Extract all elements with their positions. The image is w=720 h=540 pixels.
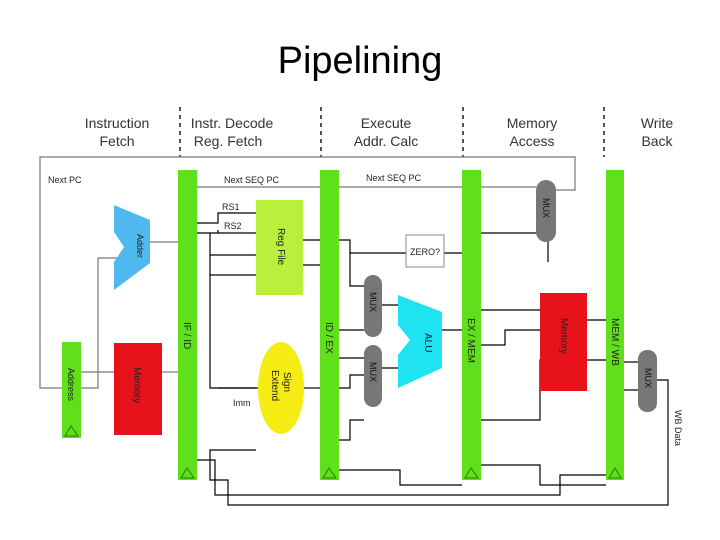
alu-input-mux-bottom — [364, 345, 382, 407]
alu-label: ALU — [422, 333, 433, 352]
mux-label-ex-top: MUX — [368, 292, 378, 312]
stage-id-line1: Instr. Decode — [191, 115, 274, 131]
stage-wb-line2: Back — [641, 133, 673, 149]
zero-test-unit — [405, 234, 445, 268]
clock-triangle-icon — [322, 467, 337, 479]
writeback-mux — [638, 350, 657, 412]
next-pc-label: Next PC — [48, 175, 82, 185]
sign-extend-label-1: Sign — [281, 372, 292, 392]
if-id-label: IF / ID — [181, 322, 192, 349]
alu-input-mux-top — [364, 275, 382, 337]
data-memory — [540, 293, 587, 391]
address-label: Address — [66, 368, 76, 402]
instruction-memory-label: Memory — [131, 367, 142, 403]
writeback-stage-units: MUX WB Data — [638, 350, 683, 446]
pc-adder — [114, 205, 150, 290]
stage-dividers — [179, 107, 605, 157]
register-file — [256, 200, 303, 295]
mux-label-wb: MUX — [643, 368, 653, 388]
alu — [398, 295, 442, 388]
pipeline-registers: IF / ID ID / EX EX / MEM MEM / WB — [178, 170, 624, 480]
ex-mem-register — [462, 170, 481, 480]
rs1-label: RS1 — [222, 202, 240, 212]
adder-label: Adder — [135, 234, 145, 258]
sign-extend-label-2: Extend — [269, 370, 280, 401]
data-memory-label: Memory — [558, 318, 569, 354]
memory-stage-units: MUX Memory — [536, 180, 587, 391]
pc-select-mux — [536, 180, 556, 242]
stage-ex-line2: Addr. Calc — [354, 133, 419, 149]
wb-data-label: WB Data — [673, 410, 683, 446]
stage-if-line2: Fetch — [99, 133, 134, 149]
fetch-stage-units: Address Memory Adder — [62, 205, 162, 438]
rs2-label: RS2 — [224, 221, 242, 231]
stage-headers: Instruction Fetch Instr. Decode Reg. Fet… — [85, 115, 674, 149]
id-ex-register — [320, 170, 339, 480]
stage-if-line1: Instruction — [85, 115, 150, 131]
slide-title: Pipelining — [277, 40, 443, 82]
imm-label: Imm — [233, 398, 251, 408]
mux-label-mem: MUX — [541, 198, 551, 218]
sign-extend-unit — [258, 342, 304, 434]
if-id-register — [178, 170, 197, 480]
clock-triangle-icon — [180, 467, 195, 479]
id-ex-label: ID / EX — [323, 322, 334, 354]
instruction-memory — [114, 343, 162, 435]
pc-address-register — [62, 342, 81, 438]
next-seq-pc-label-1: Next SEQ PC — [224, 175, 280, 185]
mem-wb-label: MEM / WB — [609, 318, 620, 366]
mux-label-ex-bottom: MUX — [368, 362, 378, 382]
wires — [39, 156, 669, 506]
stage-ex-line1: Execute — [361, 115, 412, 131]
mem-wb-register — [606, 170, 624, 480]
zero-label: ZERO? — [410, 247, 440, 257]
clock-triangle-icon — [464, 467, 479, 479]
stage-mem-line1: Memory — [507, 115, 558, 131]
reg-file-label: Reg File — [275, 228, 286, 266]
clock-triangle-icon — [64, 425, 79, 437]
ex-mem-label: EX / MEM — [465, 318, 476, 363]
stage-mem-line2: Access — [509, 133, 554, 149]
clock-triangle-icon — [608, 467, 622, 479]
stage-id-line2: Reg. Fetch — [194, 133, 262, 149]
next-seq-pc-label-2: Next SEQ PC — [366, 173, 422, 183]
stage-wb-line1: Write — [641, 115, 674, 131]
execute-stage-units: ZERO? MUX MUX ALU — [364, 234, 445, 407]
decode-stage-units: Reg File Sign Extend Next PC Next SEQ PC… — [48, 173, 422, 434]
